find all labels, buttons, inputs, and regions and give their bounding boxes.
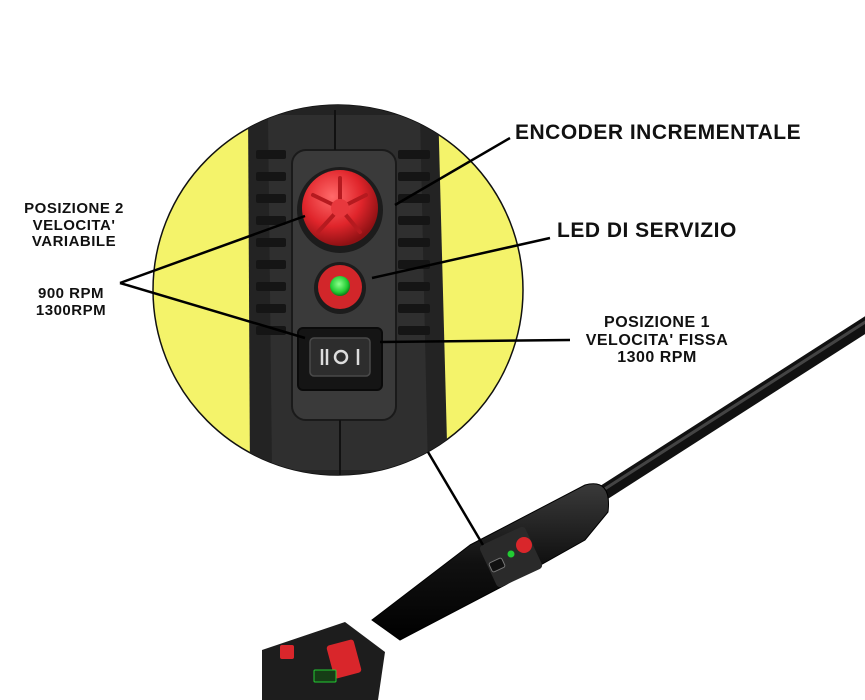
mini-control-panel (479, 526, 543, 588)
label-encoder: ENCODER INCREMENTALE (515, 121, 802, 144)
zoom-connector (426, 451, 485, 546)
leader-lines (119, 136, 571, 546)
label-position-1: POSIZIONE 1 VELOCITA' FISSA 1300 RPM (572, 314, 742, 367)
pos1-rpm: 1300 RPM (617, 349, 697, 367)
encoder-leader (394, 136, 511, 207)
pos1-leader (379, 338, 571, 344)
service-led (314, 262, 366, 314)
trimmer-body (262, 316, 865, 700)
pos1-title: POSIZIONE 1 (604, 314, 710, 331)
grip-ribs-left (256, 150, 286, 335)
label-led: LED DI SERVIZIO (557, 219, 737, 242)
led-leader (371, 236, 551, 280)
label-position-2: POSIZIONE 2 VELOCITA' VARIABILE (4, 200, 144, 251)
pos2-leader-knob (119, 214, 306, 285)
grip-ribs-right (398, 150, 430, 335)
rpm-low: 900 RPM (37, 285, 105, 302)
rocker-switch[interactable] (297, 327, 383, 391)
pos2-leader-switch (119, 281, 306, 340)
trimmer-pole (592, 316, 865, 503)
switch-position-icon (320, 349, 360, 365)
rpm-high: 1300RPM (35, 301, 107, 319)
zoom-detail (152, 104, 524, 476)
encoder-knob[interactable] (297, 167, 383, 253)
pos2-mode2: VARIABILE (31, 233, 117, 250)
pos1-mode: VELOCITA' FISSA (585, 331, 729, 349)
pos2-mode: VELOCITA' (32, 216, 116, 234)
battery-pack (262, 622, 385, 700)
label-rpm-values: 900 RPM 1300RPM (16, 285, 126, 319)
pos2-title: POSIZIONE 2 (24, 200, 124, 217)
